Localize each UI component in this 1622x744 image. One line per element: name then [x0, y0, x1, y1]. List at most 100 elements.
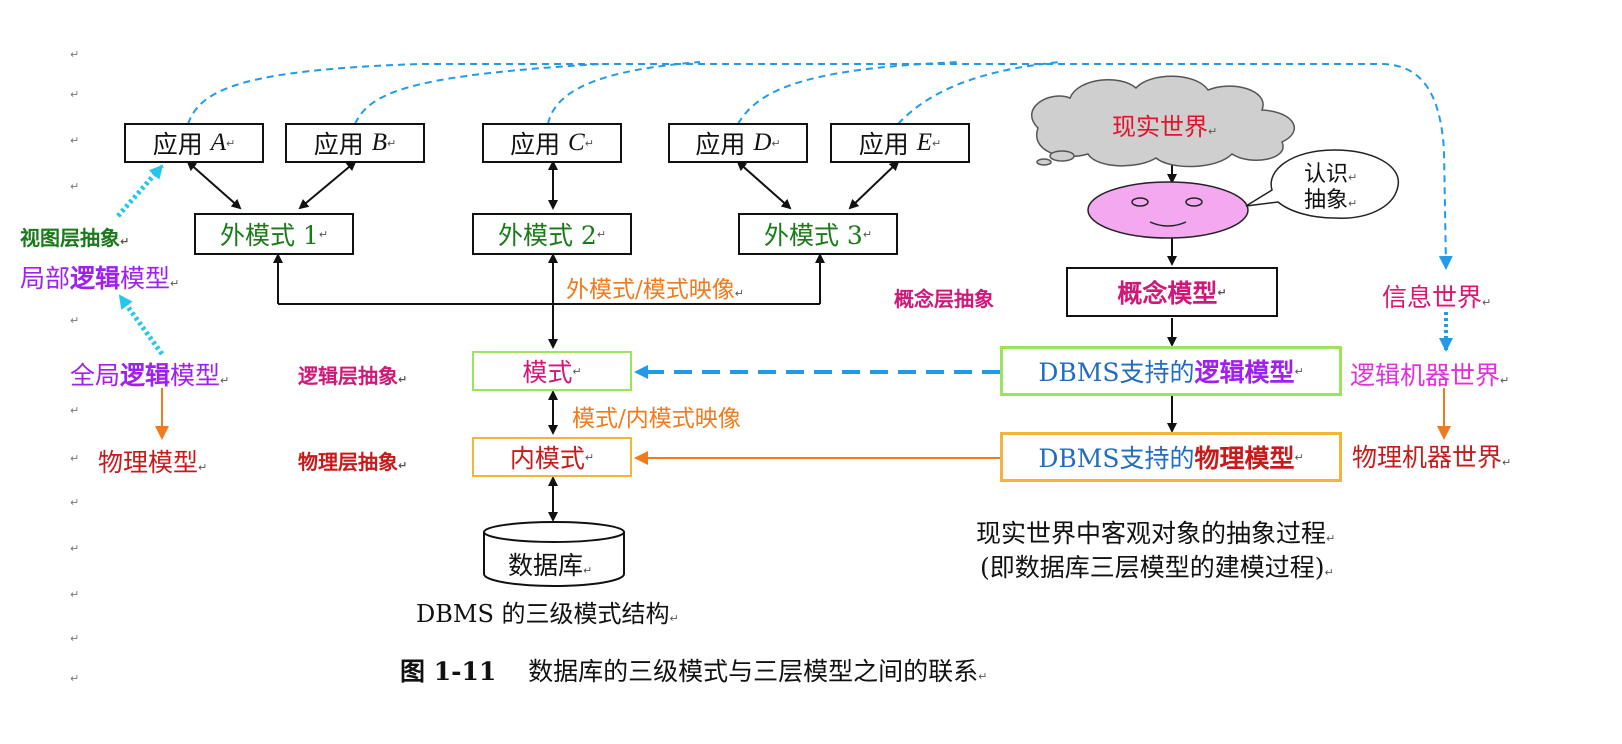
return-mark: ↵ [70, 542, 80, 555]
dbms-logic-model-box: DBMS支持的逻辑模型↵ [1000, 346, 1342, 396]
cognize-text-1: 认识 [1304, 162, 1349, 187]
return-mark: ↵ [1217, 285, 1227, 299]
external-schema-1: 外模式 1↵ [194, 213, 354, 255]
external-schema-2-label: 外模式 2 [497, 221, 597, 250]
schema-label: 模式 [522, 358, 573, 387]
real-world-cloud [1030, 75, 1295, 168]
return-mark: ↵ [220, 374, 230, 387]
app-b-letter: B [371, 129, 388, 156]
database-label: 数据库↵ [508, 546, 592, 582]
dbms-structure-text: DBMS 的三级模式结构 [416, 600, 670, 628]
internal-schema-label: 内模式 [509, 444, 585, 473]
ext-schema-mapping-label: 外模式/模式映像↵ [566, 270, 744, 304]
global-bold: 逻辑 [120, 361, 171, 390]
return-mark: ↵ [669, 612, 679, 625]
concept-model-text: 概念模型 [1117, 279, 1218, 308]
return-mark: ↵ [1502, 456, 1512, 469]
return-mark: ↵ [932, 136, 942, 150]
return-mark: ↵ [70, 314, 80, 327]
app-e-prefix: 应用 [858, 130, 909, 159]
return-mark: ↵ [70, 88, 80, 101]
app-b-prefix: 应用 [313, 130, 364, 159]
app-a-letter: A [210, 129, 227, 156]
return-mark: ↵ [70, 632, 80, 645]
return-mark: ↵ [70, 588, 80, 601]
process-caption-2-text: (即数据库三层模型的建模过程) [980, 553, 1325, 582]
return-mark: ↵ [862, 227, 873, 241]
logic-machine-world-label: 逻辑机器世界↵ [1350, 356, 1509, 392]
return-mark: ↵ [70, 48, 80, 61]
app-c-box: 应用 C↵ [482, 123, 622, 163]
external-schema-3: 外模式 3↵ [738, 213, 898, 255]
return-mark: ↵ [70, 134, 80, 147]
app-d-box: 应用 D↵ [668, 123, 808, 163]
cognize-text-2: 抽象 [1304, 188, 1349, 213]
return-mark: ↵ [70, 496, 80, 509]
figure-caption: 图 1-11 数据库的三级模式与三层模型之间的联系↵ [400, 652, 987, 688]
physical-machine-world-label: 物理机器世界↵ [1352, 438, 1511, 474]
return-mark: ↵ [572, 364, 582, 378]
app-a-prefix: 应用 [152, 130, 203, 159]
return-mark: ↵ [1500, 374, 1510, 387]
return-mark: ↵ [70, 672, 80, 685]
physical-layer-abstraction-text: 物理层抽象 [298, 450, 398, 474]
info-world-text: 信息世界 [1382, 283, 1483, 312]
view-layer-abstraction-text: 视图层抽象 [20, 226, 120, 250]
return-mark: ↵ [1324, 566, 1334, 579]
figure-title: 数据库的三级模式与三层模型之间的联系 [528, 657, 979, 686]
external-schema-1-label: 外模式 1 [219, 221, 319, 250]
cognize-bubble [1245, 149, 1399, 219]
return-mark: ↵ [978, 670, 988, 683]
app-e-box: 应用 E↵ [830, 123, 970, 163]
internal-schema-box: 内模式↵ [472, 437, 632, 477]
return-mark: ↵ [734, 287, 744, 300]
real-world-text: 现实世界 [1112, 113, 1208, 141]
dbms-physical-model-box: DBMS支持的物理模型↵ [1000, 432, 1342, 482]
info-world-label: 信息世界↵ [1382, 278, 1491, 314]
view-to-appA-arrow [116, 164, 164, 218]
physical-layer-abstraction: 物理层抽象↵ [298, 446, 407, 475]
database-text: 数据库 [508, 551, 584, 580]
logic-layer-abstraction: 逻辑层抽象↵ [298, 360, 407, 389]
return-mark: ↵ [387, 136, 397, 150]
return-mark: ↵ [584, 450, 595, 464]
return-mark: ↵ [1326, 532, 1336, 545]
return-mark: ↵ [198, 461, 208, 474]
figure-label: 图 1-11 [400, 657, 497, 686]
process-caption-2: (即数据库三层模型的建模过程)↵ [980, 548, 1334, 584]
dbms-logic-prefix: DBMS支持的 [1038, 358, 1195, 387]
return-mark: ↵ [1294, 450, 1304, 464]
app-b-box: 应用 B↵ [285, 123, 425, 163]
database-cylinder [483, 521, 625, 587]
return-mark: ↵ [1208, 125, 1218, 138]
return-mark: ↵ [318, 227, 329, 241]
concept-layer-abstraction-text: 概念层抽象 [894, 287, 994, 311]
return-mark: ↵ [170, 277, 180, 290]
logic-machine-world-text: 逻辑机器世界 [1350, 361, 1501, 390]
return-mark: ↵ [1348, 171, 1358, 184]
dbms-structure-caption: DBMS 的三级模式结构↵ [416, 594, 679, 629]
app-c-prefix: 应用 [510, 130, 561, 159]
physical-model-label: 物理模型↵ [98, 443, 207, 479]
return-mark: ↵ [70, 452, 80, 465]
physical-machine-world-text: 物理机器世界 [1352, 443, 1503, 472]
local-bold: 逻辑 [70, 264, 121, 293]
app-to-info-links [187, 61, 1453, 270]
schema-box: 模式↵ [472, 351, 632, 391]
ext-schema-mapping-text: 外模式/模式映像 [566, 277, 735, 303]
return-mark: ↵ [70, 404, 80, 417]
process-caption-1-text: 现实世界中客观对象的抽象过程 [976, 519, 1327, 548]
concept-layer-abstraction: 概念层抽象 [894, 283, 994, 312]
dbms-physical-prefix: DBMS支持的 [1038, 444, 1195, 473]
face-icon [1087, 181, 1249, 239]
external-schema-3-label: 外模式 3 [763, 221, 863, 250]
global-logic-model: 全局逻辑模型↵ [70, 356, 229, 392]
app-e-letter: E [916, 129, 933, 156]
schema-internal-mapping-label: 模式/内模式映像 [572, 399, 741, 433]
return-mark: ↵ [596, 227, 607, 241]
return-mark: ↵ [70, 180, 80, 193]
dbms-logic-bold: 逻辑模型 [1194, 358, 1295, 387]
global-prefix: 全局 [70, 361, 121, 390]
